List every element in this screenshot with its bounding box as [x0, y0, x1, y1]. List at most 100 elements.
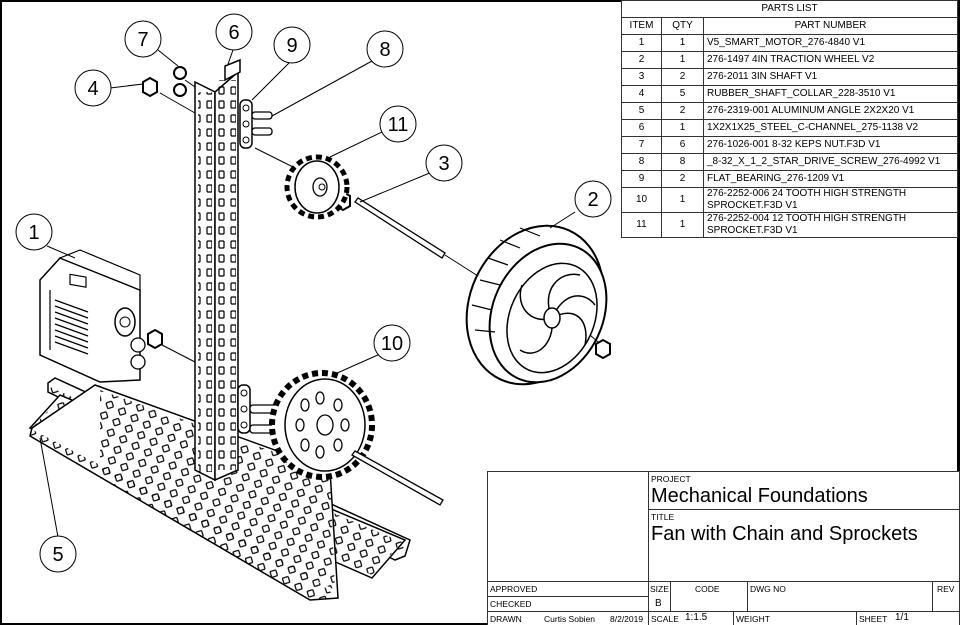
balloon-label: 4 — [87, 78, 98, 100]
drawn-label: DRAWN — [490, 614, 522, 624]
checked-label: CHECKED — [490, 599, 532, 609]
balloon-3: 3 — [425, 144, 463, 182]
column-header-part-number: PART NUMBER — [703, 17, 958, 35]
shaft-collar-mid — [147, 328, 163, 350]
item-cell: 7 — [621, 136, 662, 154]
item-cell: 6 — [621, 119, 662, 137]
title-block: PROJECT Mechanical Foundations TITLE Fan… — [487, 471, 960, 625]
shaft-upper — [354, 197, 446, 259]
item-cell: 4 — [621, 85, 662, 103]
dwg-no-cell: DWG NO — [747, 581, 933, 612]
part-number-cell: _8-32_X_1_2_STAR_DRIVE_SCREW_276-4992 V1 — [703, 153, 958, 171]
sheet-value: 1/1 — [895, 612, 909, 623]
shaft-lower — [351, 450, 444, 506]
size-cell: SIZE B — [648, 581, 671, 612]
balloon-2: 2 — [574, 180, 612, 218]
drawn-date: 8/2/2019 — [610, 614, 644, 624]
aluminum-angle-front — [29, 384, 339, 601]
balloon-label: 3 — [438, 153, 449, 175]
item-cell: 3 — [621, 68, 662, 86]
item-cell: 8 — [621, 153, 662, 171]
part-number-cell: 1X2X1X25_STEEL_C-CHANNEL_275-1138 V2 — [703, 119, 958, 137]
balloon-label: 11 — [388, 114, 409, 136]
qty-cell: 1 — [661, 51, 704, 69]
balloon-9: 9 — [273, 26, 311, 64]
size-label: SIZE — [650, 584, 669, 594]
balloon-label: 5 — [52, 544, 63, 566]
qty-cell: 6 — [661, 136, 704, 154]
drawn-by: Curtis Sobien — [544, 614, 596, 624]
balloon-label: 8 — [379, 39, 390, 61]
rev-label: REV — [937, 584, 955, 594]
part-number-cell: FLAT_BEARING_276-1209 V1 — [703, 170, 958, 188]
traction-wheel — [465, 224, 608, 386]
scale-label: SCALE — [651, 614, 679, 624]
weight-label: WEIGHT — [736, 614, 770, 624]
parts-list-title: PARTS LIST — [621, 0, 958, 18]
title-label: TITLE — [651, 512, 675, 522]
weight-cell: WEIGHT — [733, 611, 857, 625]
balloon-label: 10 — [381, 333, 403, 355]
sheet-label: SHEET — [859, 614, 888, 624]
item-cell: 1 — [621, 34, 662, 52]
project-name: Mechanical Foundations — [651, 485, 868, 507]
drawing-title: Fan with Chain and Sprockets — [651, 523, 918, 545]
item-cell: 11 — [621, 212, 662, 238]
balloon-label: 7 — [137, 29, 148, 51]
balloon-label: 1 — [28, 222, 39, 244]
balloon-4: 4 — [74, 69, 112, 107]
drawn-cell: DRAWN Curtis Sobien 8/2/2019 — [487, 611, 649, 625]
qty-cell: 2 — [661, 102, 704, 120]
keps-nuts — [173, 66, 187, 97]
item-cell: 5 — [621, 102, 662, 120]
balloon-6: 6 — [215, 13, 253, 51]
balloon-label: 2 — [587, 189, 598, 211]
balloon-11: 11 — [379, 105, 417, 143]
sheet-cell: SHEET 1/1 — [856, 611, 960, 625]
qty-cell: 8 — [661, 153, 704, 171]
shaft-collar-top — [142, 76, 158, 98]
code-label: CODE — [695, 584, 720, 594]
part-number-cell: RUBBER_SHAFT_COLLAR_228-3510 V1 — [703, 85, 958, 103]
checked-cell: CHECKED — [487, 596, 649, 612]
balloon-label: 6 — [228, 22, 239, 44]
balloon-5: 5 — [39, 535, 77, 573]
dwg-no-label: DWG NO — [750, 584, 786, 594]
item-cell: 9 — [621, 170, 662, 188]
rev-cell: REV — [932, 581, 960, 612]
project-cell: PROJECT Mechanical Foundations — [648, 471, 960, 510]
scale-cell: SCALE 1:1.5 — [648, 611, 734, 625]
title-cell: TITLE Fan with Chain and Sprockets — [648, 509, 960, 582]
qty-cell: 2 — [661, 170, 704, 188]
sprocket-24-tooth — [269, 370, 375, 480]
balloon-7: 7 — [124, 20, 162, 58]
size-value: B — [655, 598, 662, 609]
qty-cell: 1 — [661, 34, 704, 52]
balloon-8: 8 — [366, 30, 404, 68]
qty-cell: 2 — [661, 68, 704, 86]
approved-cell: APPROVED — [487, 581, 649, 597]
flat-bearing-top — [239, 99, 273, 149]
column-header-item: ITEM — [621, 17, 662, 35]
part-number-cell: 276-1497 4IN TRACTION WHEEL V2 — [703, 51, 958, 69]
item-cell: 2 — [621, 51, 662, 69]
sprocket-12-tooth — [284, 154, 350, 220]
approved-label: APPROVED — [490, 584, 538, 594]
balloon-label: 9 — [286, 35, 297, 57]
qty-cell: 1 — [661, 187, 704, 213]
balloon-10: 10 — [373, 324, 411, 362]
part-number-cell: 276-1026-001 8-32 KEPS NUT.F3D V1 — [703, 136, 958, 154]
project-label: PROJECT — [651, 474, 691, 484]
part-number-cell: 276-2319-001 ALUMINUM ANGLE 2X2X20 V1 — [703, 102, 958, 120]
